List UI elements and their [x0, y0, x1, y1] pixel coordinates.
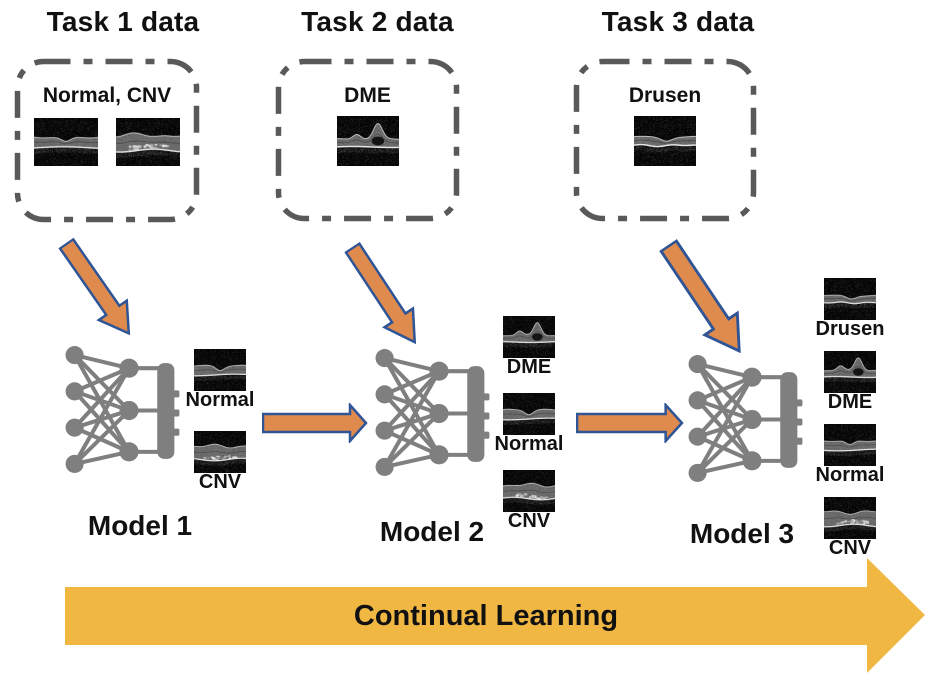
oct-image-dme [336, 116, 399, 166]
output-label: CNV [507, 510, 551, 532]
task3-to-model3-arrow-icon [649, 232, 760, 366]
task-2-class-label: DME [344, 84, 391, 107]
output-item: Normal [494, 393, 564, 455]
task-3-images [573, 116, 757, 166]
task-1-class-label: Normal, CNV [42, 84, 172, 107]
output-label: Normal [185, 389, 255, 411]
oct-image-cnv [503, 470, 555, 512]
task-1-dashed-box [14, 58, 200, 223]
continual-learning-label: Continual Learning [353, 599, 619, 632]
model-1-network-icon [64, 343, 186, 474]
model-2-network-icon [374, 346, 496, 477]
oct-image-normal [503, 393, 555, 435]
task-2-dashed-box [275, 58, 460, 222]
model-3-outputs: Drusen DME Normal CNV [812, 278, 888, 559]
output-item: CNV [824, 497, 876, 559]
output-item: Normal [815, 424, 885, 486]
model-2-outputs: DME Normal CNV [491, 316, 567, 532]
model-3-network-icon [687, 352, 809, 483]
model2-to-model3-arrow-icon [576, 403, 684, 443]
model-1-title: Model 1 [87, 510, 193, 541]
oct-image-drusen [824, 278, 876, 320]
model-1-outputs: Normal CNV [182, 349, 258, 493]
oct-image-drusen [634, 116, 696, 166]
output-label: Normal [494, 433, 564, 455]
output-item: DME [824, 351, 876, 413]
output-label: Drusen [815, 318, 885, 340]
model1-to-model2-arrow-icon [262, 403, 368, 443]
output-item: DME [503, 316, 555, 378]
oct-image-dme [503, 316, 555, 358]
oct-image-dme [824, 351, 876, 393]
task-3-class-label: Drusen [628, 84, 702, 107]
task-2-title: Task 2 data [301, 6, 454, 37]
model-3-title: Model 3 [689, 518, 795, 549]
oct-image-cnv [194, 431, 246, 473]
output-label: CNV [198, 471, 242, 493]
task-2-images [275, 116, 460, 166]
output-item: CNV [503, 470, 555, 532]
oct-image-normal [194, 349, 246, 391]
oct-image-cnv [116, 118, 180, 166]
oct-image-normal [824, 424, 876, 466]
output-label: DME [506, 356, 552, 378]
task-3-title: Task 3 data [601, 6, 755, 37]
output-label: Normal [815, 464, 885, 486]
task-1-images [14, 118, 200, 166]
task-3-dashed-box [573, 58, 757, 222]
output-item: Normal [185, 349, 255, 411]
output-label: CNV [828, 537, 872, 559]
task-1-title: Task 1 data [46, 6, 200, 37]
model-2-title: Model 2 [379, 516, 485, 547]
oct-image-normal [34, 118, 98, 166]
task2-to-model2-arrow-icon [335, 236, 432, 355]
output-item: Drusen [815, 278, 885, 340]
task1-to-model1-arrow-icon [50, 232, 147, 347]
oct-image-cnv [824, 497, 876, 539]
output-item: CNV [194, 431, 246, 493]
output-label: DME [827, 391, 873, 413]
